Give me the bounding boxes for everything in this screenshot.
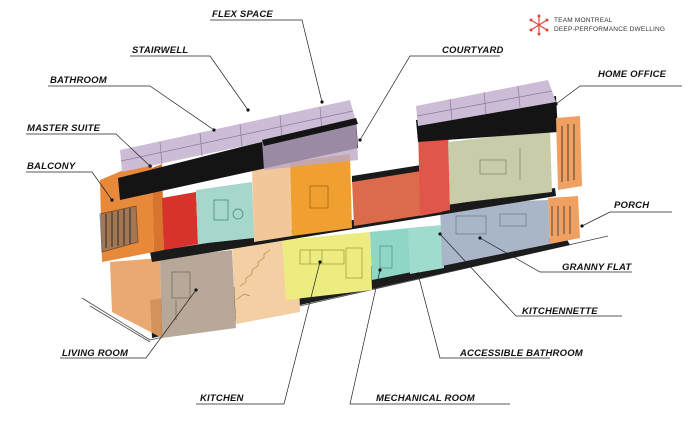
- flex-space-furniture: [309, 185, 329, 209]
- accessible-bathroom-space: [408, 225, 444, 274]
- team-logo: TEAM MONTREAL DEEP-PERFORMANCE DWELLING: [528, 14, 668, 36]
- leader-lines: [26, 19, 682, 405]
- flex-space: [290, 154, 352, 236]
- stair-steps: [235, 249, 271, 301]
- label-mechanical-room: MECHANICAL ROOM: [376, 393, 475, 404]
- kitchen-cabinets: [299, 247, 363, 279]
- label-flex-space: FLEX SPACE: [212, 9, 273, 20]
- snowflake-logo-icon: [529, 14, 549, 36]
- porch-railing: [551, 206, 571, 236]
- leader-mechanical-room: [349, 269, 510, 405]
- leader-home-office: [555, 85, 682, 105]
- leader-bathroom: [48, 85, 215, 131]
- mechanical-room-space: [370, 228, 412, 280]
- leader-kitchen: [196, 261, 321, 405]
- bathroom-red: [162, 192, 198, 250]
- stairwell-space: [252, 164, 292, 242]
- leader-kitchennette: [439, 233, 622, 317]
- leader-living-room: [60, 289, 197, 359]
- leader-porch: [581, 211, 672, 227]
- clerestory-frame: [262, 118, 358, 146]
- leader-accessible-bathroom: [417, 273, 550, 359]
- leader-dots: [110, 100, 584, 292]
- home-office-furniture: [479, 148, 521, 180]
- leader-granny-flat: [479, 237, 632, 273]
- label-kitchennette: KITCHENNETTE: [522, 306, 598, 317]
- leader-flex-space: [210, 19, 323, 103]
- granny-flat-space: [440, 200, 550, 266]
- label-porch: PORCH: [614, 200, 650, 211]
- label-courtyard: COURTYARD: [442, 45, 504, 56]
- label-home-office: HOME OFFICE: [598, 69, 667, 80]
- logo-line-2: DEEP-PERFORMANCE DWELLING: [554, 26, 666, 33]
- logo-line-1: TEAM MONTREAL: [554, 17, 613, 24]
- label-master-suite: MASTER SUITE: [27, 123, 101, 134]
- home-office-railing: [561, 124, 575, 182]
- leader-balcony: [26, 171, 113, 201]
- right-roof-mullions: [416, 85, 553, 121]
- label-balcony: BALCONY: [27, 161, 76, 172]
- leader-stairwell: [130, 55, 249, 111]
- balcony-railing: [99, 205, 139, 253]
- living-room-space: [160, 250, 236, 338]
- granny-flat-furniture: [455, 213, 527, 235]
- courtyard-wall: [352, 162, 440, 182]
- bathroom-teal: [196, 182, 254, 244]
- mechanical-unit: [379, 245, 393, 269]
- living-room-wall: [110, 258, 162, 338]
- bathroom-fixtures: [213, 199, 244, 221]
- label-kitchen: KITCHEN: [200, 393, 244, 404]
- label-living-room: LIVING ROOM: [62, 348, 129, 359]
- kitchen-space: [282, 232, 372, 300]
- label-stairwell: STAIRWELL: [132, 45, 189, 56]
- label-bathroom: BATHROOM: [50, 75, 107, 86]
- kitchen-stair-space: [232, 238, 300, 324]
- leader-master-suite: [26, 133, 151, 167]
- first-floor-slab: [150, 188, 556, 262]
- label-granny-flat: GRANNY FLAT: [562, 262, 632, 273]
- home-office-space: [448, 130, 552, 204]
- home-office-balcony: [556, 116, 582, 190]
- left-roof-mullions: [120, 106, 354, 165]
- clerestory-box: [262, 118, 358, 170]
- label-accessible-bathroom: ACCESSIBLE BATHROOM: [460, 348, 583, 359]
